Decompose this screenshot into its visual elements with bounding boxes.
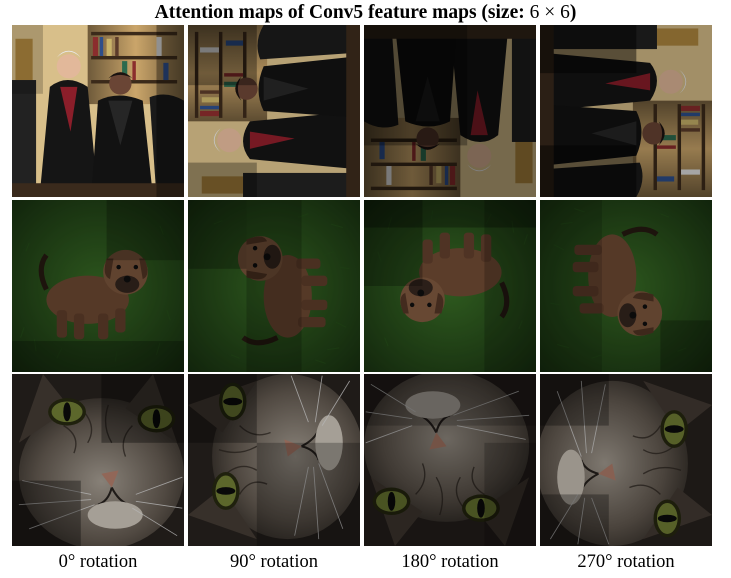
- puppy-image: [12, 200, 184, 372]
- people-image: [188, 25, 360, 197]
- panel-people-270: [540, 25, 712, 197]
- panel-cat-0: [12, 374, 184, 546]
- people-image: [364, 25, 536, 197]
- panel-puppy-180: [364, 200, 536, 372]
- panel-people-0: [12, 25, 184, 197]
- title-text: Attention maps of Conv5 feature maps (si…: [154, 2, 530, 23]
- cat-image: [364, 374, 536, 546]
- panel-cat-90: [188, 374, 360, 546]
- caption-180-rotation: 180° rotation: [401, 552, 499, 572]
- people-image: [12, 25, 184, 197]
- puppy-image: [188, 200, 360, 372]
- title-math: 6 × 6: [529, 2, 570, 23]
- panel-people-180: [364, 25, 536, 197]
- puppy-image: [364, 200, 536, 372]
- panel-puppy-270: [540, 200, 712, 372]
- cat-image: [540, 374, 712, 546]
- figure-title: Attention maps of Conv5 feature maps (si…: [0, 0, 731, 26]
- caption-0-rotation: 0° rotation: [58, 552, 138, 572]
- people-image: [540, 25, 712, 197]
- panel-cat-270: [540, 374, 712, 546]
- caption-270-rotation: 270° rotation: [577, 552, 675, 572]
- panel-people-90: [188, 25, 360, 197]
- cat-image: [12, 374, 184, 546]
- caption-90-rotation: 90° rotation: [229, 552, 319, 572]
- panel-cat-180: [364, 374, 536, 546]
- panel-puppy-90: [188, 200, 360, 372]
- panel-puppy-0: [12, 200, 184, 372]
- attention-overlay: [12, 25, 184, 197]
- puppy-image: [540, 200, 712, 372]
- title-close: ): [569, 2, 577, 23]
- cat-image: [188, 374, 360, 546]
